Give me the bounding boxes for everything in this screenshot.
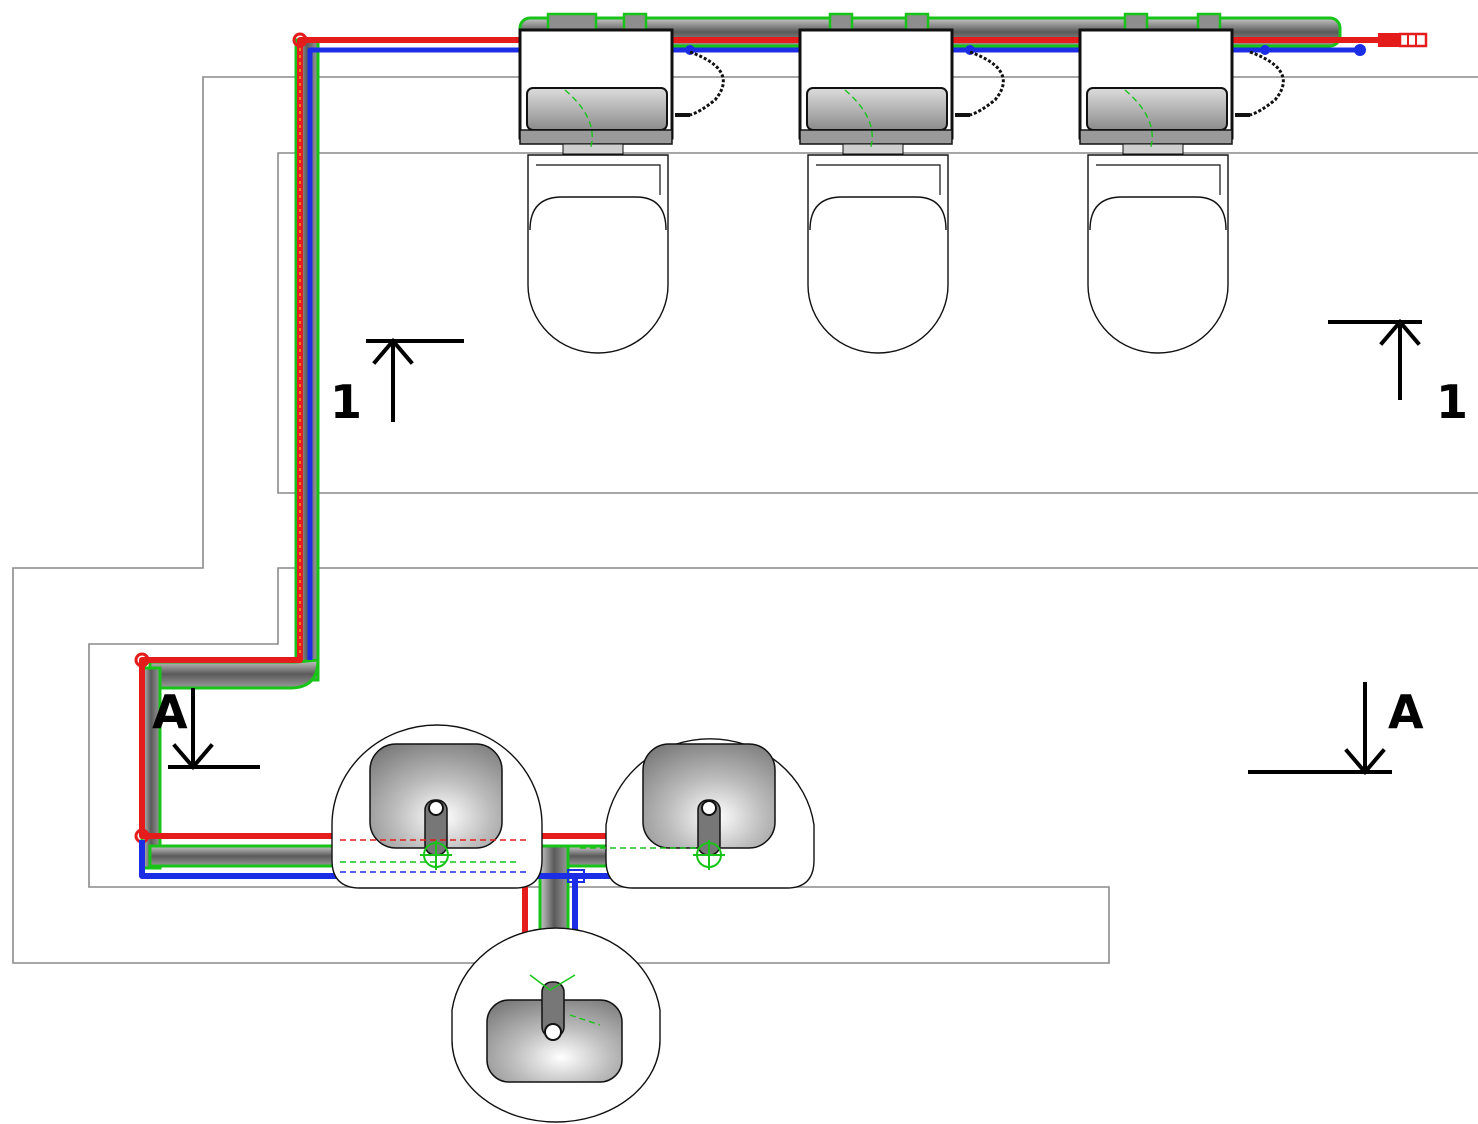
washbasin-2 (580, 738, 815, 889)
flex-hose-icon (689, 50, 725, 117)
toilet-2 (798, 28, 1005, 354)
section-label-1-left: 1 (330, 375, 362, 429)
section-mark-1-right: 1 (1328, 318, 1468, 429)
section-mark-a-left: A (152, 685, 260, 771)
toilet-1 (518, 28, 725, 354)
section-label-1-right: 1 (1436, 375, 1468, 429)
section-mark-a-right: A (1248, 682, 1424, 776)
toilet-3 (1078, 28, 1285, 354)
flex-hose-icon (1249, 50, 1285, 117)
washbasin-1 (331, 724, 543, 889)
section-mark-1-left: 1 (330, 337, 464, 429)
washbasin-3 (451, 927, 661, 1123)
flex-hose-icon (969, 50, 1005, 117)
section-label-a-left: A (152, 685, 188, 739)
section-label-a-right: A (1388, 685, 1424, 739)
